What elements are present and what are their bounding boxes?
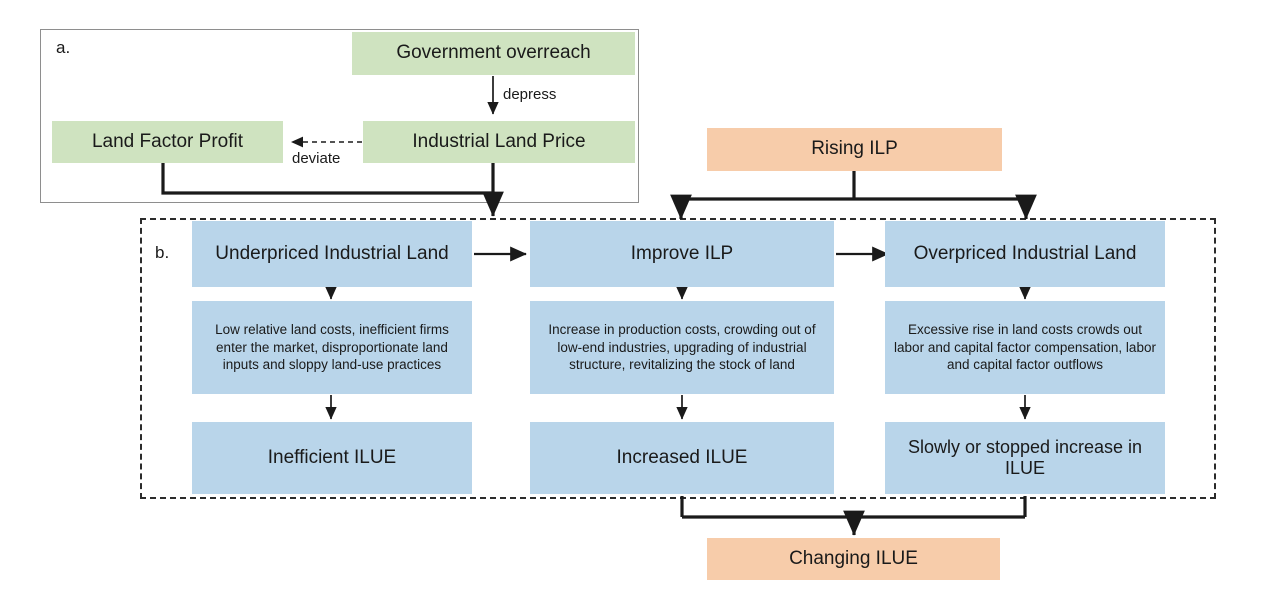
arrow-panel-a-to-underpriced <box>161 163 504 217</box>
node-underpriced-industrial-land[interactable]: Underpriced Industrial Land <box>192 221 472 287</box>
panel-a-frame <box>40 29 639 203</box>
detail-improve-ilp: Increase in production costs, crowding o… <box>530 301 834 394</box>
node-slowly-or-stopped-increase-in-ilue[interactable]: Slowly or stopped increase in ILUE <box>885 422 1165 494</box>
node-overpriced-industrial-land[interactable]: Overpriced Industrial Land <box>885 221 1165 287</box>
edge-label-depress: depress <box>503 86 557 103</box>
node-inefficient-ilue[interactable]: Inefficient ILUE <box>192 422 472 494</box>
detail-underpriced-industrial-land: Low relative land costs, inefficient fir… <box>192 301 472 394</box>
detail-overpriced-industrial-land: Excessive rise in land costs crowds out … <box>885 301 1165 394</box>
node-changing-ilue[interactable]: Changing ILUE <box>707 538 1000 580</box>
node-government-overreach[interactable]: Government overreach <box>352 32 635 75</box>
node-rising-ilp[interactable]: Rising ILP <box>707 128 1002 171</box>
node-land-factor-profit[interactable]: Land Factor Profit <box>52 121 283 163</box>
panel-b-label: b. <box>155 243 170 262</box>
node-improve-ilp[interactable]: Improve ILP <box>530 221 834 287</box>
panel-a-label: a. <box>56 38 71 57</box>
node-increased-ilue[interactable]: Increased ILUE <box>530 422 834 494</box>
edge-label-deviate: deviate <box>292 150 341 167</box>
node-industrial-land-price[interactable]: Industrial Land Price <box>363 121 635 163</box>
